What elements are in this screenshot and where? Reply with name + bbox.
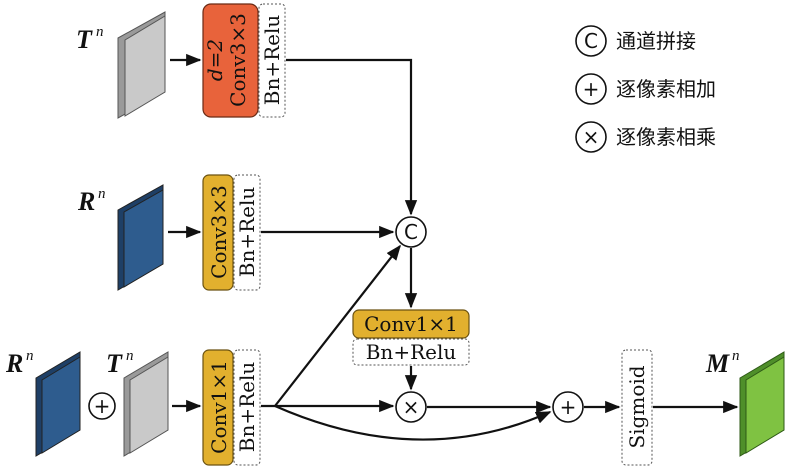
input-r-mid: R n [77,184,164,291]
edge-conv1-to-add [274,404,552,441]
input-r-bottom: R n [5,348,81,457]
label-t-bottom: T [106,349,123,378]
label-t-bottom-sup: n [126,348,134,364]
conv3-bn-label: Bn+Relu [235,187,259,278]
label-m: M [705,349,730,378]
dilated-bn-label: Bn+Relu [260,15,284,106]
label-r-mid: R [77,187,95,216]
conv1-left-label: Conv1×1 [207,360,231,454]
dilated-conv-block: d=2 Conv3×3 Bn+Relu [202,3,286,118]
label-t-top: T [76,25,93,54]
edge-conv1-to-concat [274,244,401,407]
input-t-top: T n [76,11,166,119]
legend-concat-label: 通道拼接 [616,29,696,53]
label-r-mid-sup: n [98,186,106,202]
label-r-bottom: R [5,349,23,378]
svg-text:+: + [94,394,111,418]
legend-concat: C 通道拼接 [575,25,696,57]
conv3-block: Conv3×3 Bn+Relu [202,174,261,291]
input-t-bottom: T n [106,348,169,457]
dilation-label: d=2 [203,39,227,81]
edges [168,53,739,441]
label-m-sup: n [732,348,740,364]
conv1-left-block: Conv1×1 Bn+Relu [202,349,261,466]
legend-add: + 逐像素相加 [575,73,716,105]
output-m: M n [705,348,785,457]
add-op-final: + [552,391,584,423]
sigmoid-block: Sigmoid [621,349,653,466]
mul-op: × [395,391,427,423]
conv1-mid-block: Conv1×1 Bn+Relu [352,309,470,366]
svg-text:C: C [404,220,418,244]
svg-text:C: C [584,29,598,53]
svg-text:×: × [583,125,600,149]
conv1-left-bn-label: Bn+Relu [235,362,259,453]
legend-mul-label: 逐像素相乘 [616,125,716,149]
add-op-inputs: + [88,392,116,420]
label-r-bottom-sup: n [26,348,34,364]
concat-op: C [395,216,427,248]
svg-text:×: × [403,395,420,419]
sigmoid-label: Sigmoid [625,365,649,448]
conv1-mid-label: Conv1×1 [364,312,458,336]
conv3-label: Conv3×3 [207,185,231,279]
svg-text:+: + [583,77,600,101]
svg-text:+: + [560,395,577,419]
legend-mul: × 逐像素相乘 [575,121,716,153]
conv1-mid-bn-label: Bn+Relu [366,340,457,364]
legend-add-label: 逐像素相加 [616,77,716,101]
label-t-top-sup: n [96,24,104,40]
dilated-conv-label: Conv3×3 [226,13,250,107]
edge-dilated-to-concat [286,58,418,216]
legend: C 通道拼接 + 逐像素相加 × 逐像素相乘 [575,25,716,153]
